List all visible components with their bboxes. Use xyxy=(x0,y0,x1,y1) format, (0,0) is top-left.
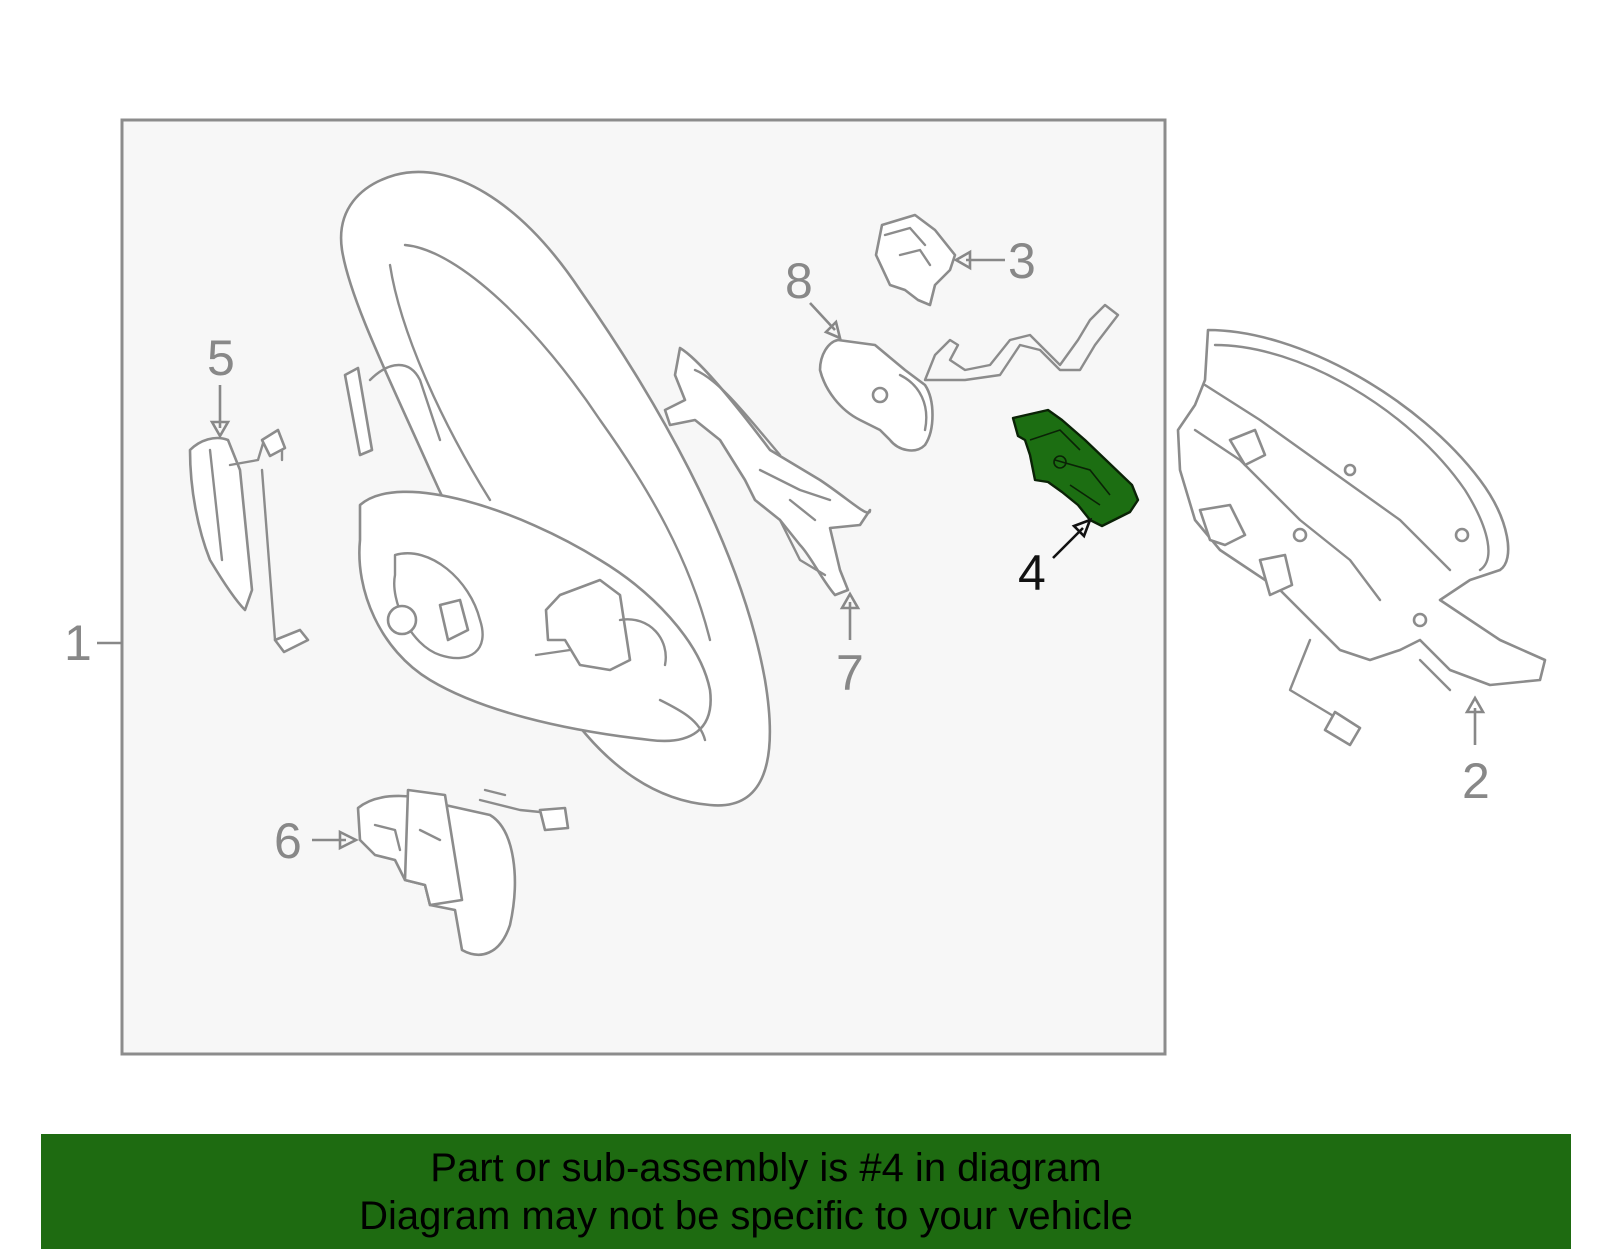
info-banner: Part or sub-assembly is #4 in diagram Di… xyxy=(41,1134,1571,1249)
callout-3: 3 xyxy=(1008,233,1036,289)
callout-2: 2 xyxy=(1462,753,1490,809)
part-4-drawing xyxy=(1011,408,1140,528)
part-2-drawing xyxy=(1176,328,1547,747)
callout-1: 1 xyxy=(64,615,92,671)
steering-wheel-drawing xyxy=(339,170,772,807)
part-6-drawing xyxy=(356,788,570,956)
part-5-drawing xyxy=(188,428,310,654)
part-7-drawing xyxy=(663,346,872,597)
leader-4 xyxy=(1052,527,1084,559)
callout-6: 6 xyxy=(274,813,302,869)
leader-lines xyxy=(97,249,1486,851)
callout-numbers: 1 2 3 4 5 6 7 8 xyxy=(64,233,1490,869)
banner-line-part: Part or sub-assembly is #4 in diagram xyxy=(430,1146,1102,1190)
banner-line-disclaimer: Diagram may not be specific to your vehi… xyxy=(359,1194,1133,1238)
callout-8: 8 xyxy=(785,253,813,309)
callout-5: 5 xyxy=(207,330,235,386)
part-3-drawing xyxy=(874,213,957,307)
part-8-drawing xyxy=(818,303,1120,452)
callout-7: 7 xyxy=(836,645,864,701)
callout-4: 4 xyxy=(1018,545,1046,601)
